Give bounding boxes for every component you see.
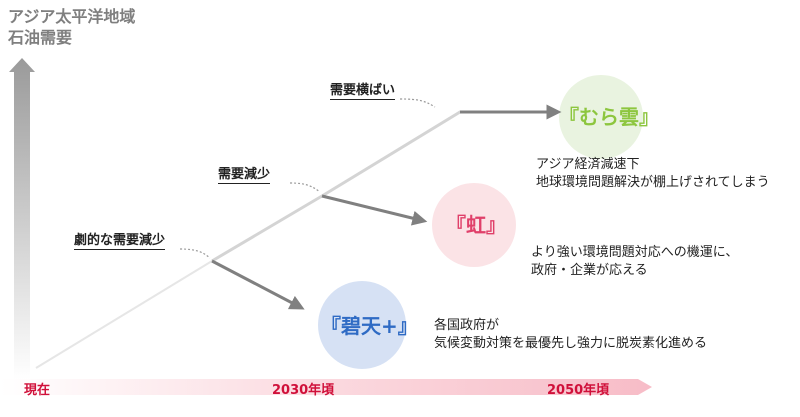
x-axis-band bbox=[0, 379, 652, 395]
leader-genshou bbox=[289, 182, 321, 193]
branch-label-gekiteki: 劇的な需要減少 bbox=[74, 233, 166, 250]
y-axis-title: アジア太平洋地域 石油需要 bbox=[8, 6, 135, 48]
leader-yokobai bbox=[399, 98, 436, 108]
murakumo-desc-line2: 地球環境問題解決が棚上げされてしまう bbox=[536, 175, 770, 190]
x-label-now: 現在 bbox=[24, 383, 51, 398]
y-axis-arrow bbox=[9, 58, 35, 380]
scenario-name-murakumo: 『むら雲』 bbox=[559, 105, 659, 129]
niji-arrow bbox=[321, 194, 428, 226]
hekiten-desc-line2: 気候変動対策を最優先し強力に脱炭素化進める bbox=[434, 336, 708, 351]
murakumo-circle bbox=[559, 75, 643, 159]
scenario-name-hekiten: 『碧天+』 bbox=[321, 314, 418, 338]
hekiten-circle bbox=[318, 281, 406, 369]
branch-label-genshou: 需要減少 bbox=[218, 167, 271, 184]
niji-circle bbox=[432, 183, 516, 267]
hekiten-desc-line1: 各国政府が bbox=[434, 318, 500, 333]
y-axis-title-line2: 石油需要 bbox=[8, 28, 73, 47]
x-label-2050: 2050年頃 bbox=[547, 383, 610, 398]
niji-desc-line1: より強い環境問題対応への機運に、 bbox=[531, 245, 739, 260]
murakumo-description: アジア経済減速下 地球環境問題解決が棚上げされてしまう bbox=[536, 156, 770, 192]
hekiten-arrow bbox=[211, 259, 305, 310]
y-axis-title-line1: アジア太平洋地域 bbox=[8, 7, 136, 26]
hekiten-description: 各国政府が 気候変動対策を最優先し強力に脱炭素化進める bbox=[434, 317, 707, 353]
murakumo-desc-line1: アジア経済減速下 bbox=[536, 157, 640, 172]
niji-desc-line2: 政府・企業が応える bbox=[531, 263, 648, 278]
leader-gekiteki bbox=[179, 248, 211, 259]
x-label-2030: 2030年頃 bbox=[272, 383, 335, 398]
branch-label-yokobai: 需要横ばい bbox=[330, 83, 396, 100]
niji-description: より強い環境問題対応への機運に、 政府・企業が応える bbox=[531, 244, 738, 280]
baseline-path bbox=[35, 260, 213, 369]
scenario-name-niji: 『虹』 bbox=[446, 213, 506, 237]
